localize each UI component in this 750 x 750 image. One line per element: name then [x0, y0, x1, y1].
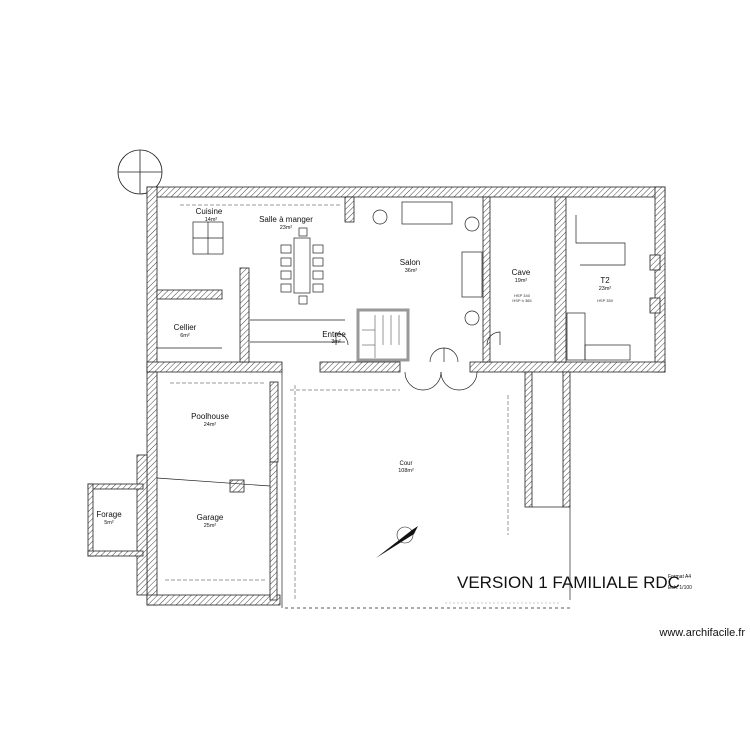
archifacile-watermark[interactable]: www.archifacile.fr [658, 627, 745, 639]
room-name: Cave [512, 268, 531, 277]
room-cellier: Cellier 6m² [174, 323, 197, 339]
room-area: 14m² [205, 217, 218, 223]
room-note: HSP 340 [514, 293, 531, 298]
room-area: 108m² [398, 468, 414, 474]
room-area: 36m² [405, 268, 418, 274]
room-area: 6m² [180, 333, 190, 339]
room-salle-a-manger: Salle à manger 23m² [259, 215, 313, 231]
room-name: T2 [600, 276, 610, 285]
room-area: 23m² [280, 225, 293, 231]
room-area: 19m² [515, 278, 528, 284]
plan-format: Format A4 [668, 574, 691, 580]
room-area: 3m² [331, 339, 341, 345]
room-name: Cuisine [196, 207, 223, 216]
room-name: Cour [399, 461, 412, 467]
room-cave: Cave 19m² HSP 340 HSP h 365 [512, 268, 533, 303]
room-name: Cellier [174, 323, 197, 332]
room-salon: Salon 36m² [400, 258, 420, 274]
room-area: 5m² [104, 520, 114, 526]
room-garage: Garage 25m² [197, 513, 224, 529]
north-arrow-icon [376, 526, 418, 558]
dimension-lines [165, 204, 509, 600]
room-note: HSP 350 [597, 298, 614, 303]
staircase [356, 308, 410, 362]
room-note: HSP h 365 [512, 298, 532, 303]
room-t2: T2 23m² HSP 350 [597, 276, 614, 303]
walls [87, 186, 666, 606]
room-name: Salon [400, 258, 420, 267]
interior-lines [156, 201, 631, 609]
room-area: 24m² [204, 422, 217, 428]
room-area: 25m² [204, 523, 217, 529]
room-cuisine: Cuisine 14m² [196, 207, 223, 223]
plan-title: VERSION 1 FAMILIALE RDC [457, 573, 680, 592]
room-poolhouse: Poolhouse 24m² [191, 412, 229, 428]
bay-window [117, 149, 163, 195]
room-entree: Entrée 3m² [322, 330, 346, 345]
room-cour: Cour 108m² [398, 461, 414, 474]
room-area: 23m² [599, 286, 612, 292]
room-name: Entrée [322, 330, 346, 339]
room-name: Poolhouse [191, 412, 229, 421]
plan-scale: Ech. 1/100 [668, 585, 692, 591]
room-forage: Forage 5m² [96, 510, 122, 526]
room-name: Forage [96, 510, 122, 519]
room-name: Garage [197, 513, 224, 522]
room-name: Salle à manger [259, 215, 313, 224]
